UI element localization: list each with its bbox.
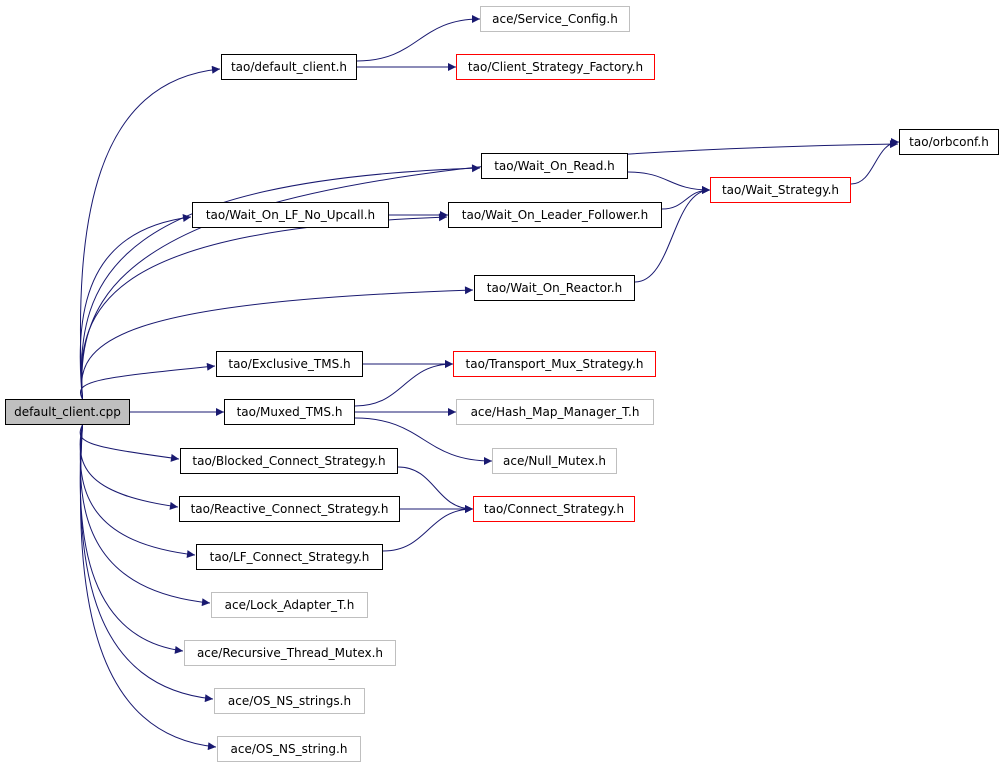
node-ace-lock-adapter-t-h[interactable]: ace/Lock_Adapter_T.h — [211, 592, 368, 618]
edge-default-client-cpp-to-tao-reactive-connect-strategy — [79, 424, 179, 510]
edge-default-client-cpp-to-tao-wait-on-read — [80, 164, 481, 400]
node-tao-orbconf-h[interactable]: tao/orbconf.h — [899, 129, 999, 155]
node-tao-wait-on-lf-no-upcall-h[interactable]: tao/Wait_On_LF_No_Upcall.h — [192, 202, 389, 228]
edge-default-client-cpp-to-tao-default-client — [79, 65, 221, 400]
node-tao-wait-on-leader-follower-h[interactable]: tao/Wait_On_Leader_Follower.h — [448, 202, 662, 228]
edge-default-client-cpp-to-tao-exclusive-tms — [79, 362, 216, 400]
edge-default-client-cpp-to-tao-wait-on-lf-no-upcall — [79, 214, 192, 400]
node-tao-default-client-h[interactable]: tao/default_client.h — [221, 54, 357, 80]
node-ace-service-config-h[interactable]: ace/Service_Config.h — [480, 6, 630, 32]
node-tao-wait-on-read-h[interactable]: tao/Wait_On_Read.h — [481, 153, 628, 179]
node-ace-recursive-thread-mutex-h[interactable]: ace/Recursive_Thread_Mutex.h — [184, 640, 396, 666]
node-ace-os-ns-strings-h[interactable]: ace/OS_NS_strings.h — [214, 688, 365, 714]
node-ace-os-ns-string-h[interactable]: ace/OS_NS_string.h — [217, 736, 361, 762]
edge-tao-muxed-tms-to-tao-transport-mux-strategy — [354, 360, 454, 407]
edge-default-client-cpp-to-ace-os-ns-string — [79, 424, 217, 751]
node-ace-null-mutex-h[interactable]: ace/Null_Mutex.h — [492, 448, 617, 474]
edge-tao-blocked-connect-strategy-to-tao-connect-strategy — [397, 466, 474, 513]
node-tao-connect-strategy-h[interactable]: tao/Connect_Strategy.h — [473, 496, 635, 522]
edge-tao-wait-on-reactor-to-tao-wait-strategy — [634, 186, 711, 283]
node-tao-reactive-connect-strategy-h[interactable]: tao/Reactive_Connect_Strategy.h — [179, 496, 400, 522]
edge-default-client-cpp-to-tao-wait-on-reactor — [80, 286, 474, 400]
edge-tao-wait-strategy-to-tao-orbconf — [850, 138, 900, 185]
edge-tao-muxed-tms-to-ace-null-mutex — [354, 417, 493, 465]
node-tao-muxed-tms-h[interactable]: tao/Muxed_TMS.h — [224, 399, 355, 425]
edge-default-client-cpp-to-tao-blocked-connect-strategy — [79, 424, 180, 462]
node-ace-hash-map-manager-t-h[interactable]: ace/Hash_Map_Manager_T.h — [456, 399, 654, 425]
edge-default-client-cpp-to-tao-lf-connect-strategy — [79, 424, 196, 559]
node-tao-lf-connect-strategy-h[interactable]: tao/LF_Connect_Strategy.h — [196, 544, 383, 570]
node-tao-transport-mux-strategy-h[interactable]: tao/Transport_Mux_Strategy.h — [453, 351, 656, 377]
node-tao-wait-on-reactor-h[interactable]: tao/Wait_On_Reactor.h — [474, 275, 635, 301]
edge-tao-default-client-to-ace-service-config — [356, 15, 481, 62]
node-tao-client-strategy-factory-h[interactable]: tao/Client_Strategy_Factory.h — [456, 54, 655, 80]
edge-tao-lf-connect-strategy-to-tao-connect-strategy — [382, 505, 474, 552]
node-tao-wait-strategy-h[interactable]: tao/Wait_Strategy.h — [710, 177, 851, 203]
edge-tao-wait-on-read-to-tao-wait-strategy — [627, 171, 711, 194]
edge-default-client-cpp-to-ace-recursive-thread-mutex — [79, 424, 184, 654]
node-default-client-cpp[interactable]: default_client.cpp — [5, 399, 130, 425]
node-tao-blocked-connect-strategy-h[interactable]: tao/Blocked_Connect_Strategy.h — [180, 448, 398, 474]
node-tao-exclusive-tms-h[interactable]: tao/Exclusive_TMS.h — [216, 351, 363, 377]
